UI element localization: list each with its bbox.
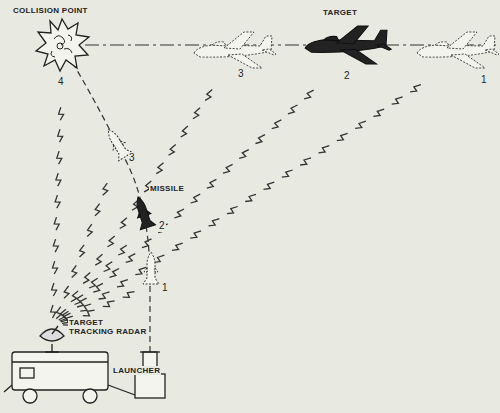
beam-bolt <box>80 245 85 257</box>
beam-bolt <box>54 217 59 230</box>
beam-bolt <box>272 120 282 129</box>
callout-number: 2 <box>158 220 166 232</box>
beam-bolt <box>83 310 95 316</box>
beam-bolt <box>373 109 384 116</box>
missile-2 <box>130 194 155 229</box>
radar-van <box>4 326 135 403</box>
beam-bolt <box>154 255 165 262</box>
callout-label: MISSILE <box>149 184 185 193</box>
beam-bolt <box>118 245 127 255</box>
beam-bolt <box>191 194 201 203</box>
beam-bolt <box>80 304 91 311</box>
beam-bolt <box>103 183 108 195</box>
beam-bolt <box>300 158 311 165</box>
beam-bolt <box>71 291 78 302</box>
beam-bolt <box>95 204 100 216</box>
beam-bolt <box>59 107 64 120</box>
beam-bolt <box>123 292 135 298</box>
beam-bolt <box>87 224 92 236</box>
beam-bolt <box>193 108 200 119</box>
beam-bolt <box>256 135 266 144</box>
callout-number: 2 <box>343 70 351 82</box>
beam-bolt <box>53 239 58 252</box>
beam-bolt <box>117 280 128 287</box>
beam-bolt <box>190 231 201 238</box>
callout-number: 1 <box>161 282 169 294</box>
beam-bolt <box>209 219 220 226</box>
beam-bolt <box>227 207 238 214</box>
beam-bolt <box>104 262 113 272</box>
beam-bolt <box>126 254 136 263</box>
beam-bolt <box>64 286 69 298</box>
radar-beams <box>51 85 421 325</box>
callout-label: TARGET <box>322 8 358 17</box>
beam-bolt <box>319 146 330 153</box>
beam-bolt <box>169 145 176 156</box>
beam-bolt <box>142 239 152 248</box>
beam-bolt <box>172 243 183 250</box>
beam-bolt <box>282 170 293 177</box>
missile-1 <box>143 252 159 284</box>
callout-label: LAUNCHER <box>112 366 161 375</box>
target-plane-2 <box>305 26 391 64</box>
beam-bolt <box>83 273 90 284</box>
target-plane-3 <box>194 32 276 68</box>
beam-bolt <box>288 105 298 114</box>
beam-bolt <box>56 173 61 186</box>
beam-bolt <box>53 261 58 274</box>
beam-bolt <box>264 182 275 189</box>
beam-bolt <box>75 295 84 305</box>
beam-bolt <box>239 150 249 159</box>
beam-bolt <box>207 179 217 188</box>
callout-label: TARGET TRACKING RADAR <box>68 318 148 336</box>
explosion <box>36 19 89 71</box>
beam-bolt <box>108 236 115 247</box>
callout-number: 3 <box>237 68 245 80</box>
beam-bolt <box>56 307 61 319</box>
beam-bolt <box>55 195 60 208</box>
beam-bolt <box>103 301 115 307</box>
beam-bolt <box>51 305 56 318</box>
beam-bolt <box>57 151 62 164</box>
callout-number: 4 <box>57 76 65 88</box>
beam-bolt <box>95 254 102 265</box>
beam-bolt <box>181 126 188 137</box>
beam-bolt <box>355 121 366 128</box>
beam-bolt <box>58 129 63 142</box>
beam-bolt <box>223 164 233 173</box>
beam-bolt <box>337 133 348 140</box>
callout-number: 3 <box>128 152 136 164</box>
beam-bolt <box>52 283 57 296</box>
callout-label: COLLISION POINT <box>12 6 89 15</box>
beam-bolt <box>156 163 163 174</box>
beam-bolt <box>304 90 314 99</box>
callout-number: 1 <box>480 74 488 86</box>
target-plane-1 <box>417 32 499 68</box>
beam-bolt <box>120 218 127 229</box>
beam-bolt <box>99 292 110 299</box>
beam-bolt <box>72 265 77 277</box>
beam-bolt <box>89 278 98 288</box>
beam-bolt <box>110 269 120 278</box>
beam-bolt <box>392 97 403 104</box>
beam-bolt <box>174 209 184 218</box>
beam-bolt <box>205 90 212 101</box>
beam-bolt <box>410 85 421 92</box>
beam-bolt <box>245 194 256 201</box>
